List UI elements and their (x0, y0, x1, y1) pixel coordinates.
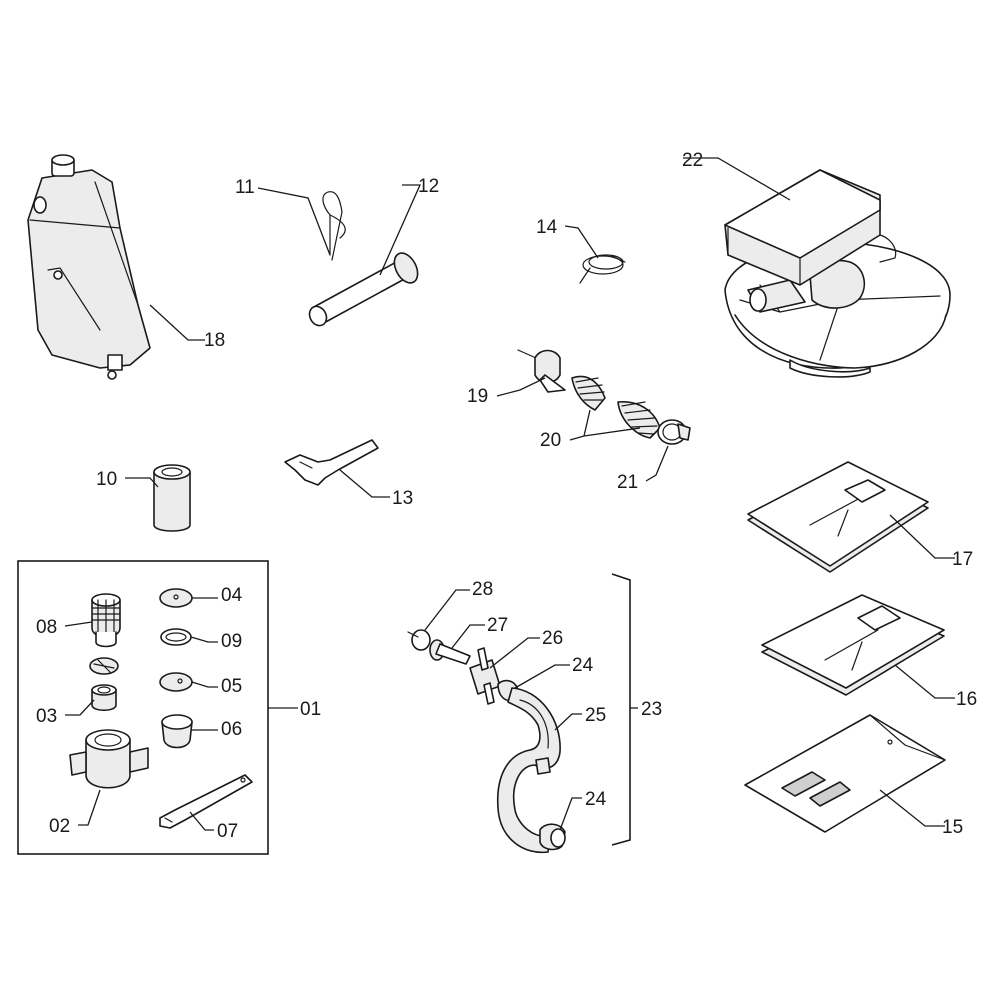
label-24-bottom: 24 (585, 789, 607, 810)
part-03-bushing (91, 684, 117, 712)
label-06: 06 (221, 719, 242, 740)
label-09: 09 (221, 631, 242, 652)
label-17: 17 (952, 549, 973, 570)
label-05: 05 (221, 676, 242, 697)
label-12: 12 (418, 176, 439, 197)
part-19-clamp (517, 349, 566, 393)
label-16: 16 (956, 689, 977, 710)
part-28-o-ring (411, 629, 431, 651)
label-11: 11 (235, 177, 255, 198)
label-14: 14 (536, 217, 558, 238)
part-07-wrench (159, 774, 253, 829)
label-21: 21 (617, 472, 638, 493)
part-06-cup (161, 714, 193, 749)
label-20: 20 (540, 430, 561, 451)
part-02-ring-nut (69, 729, 149, 789)
part-12-pin (308, 252, 419, 327)
label-03: 03 (36, 706, 57, 727)
part-16-manual (761, 594, 945, 696)
label-27: 27 (487, 615, 508, 636)
part-15-envelope (744, 714, 946, 833)
part-17-manual (747, 461, 929, 573)
bracket-23 (611, 573, 631, 846)
label-13: 13 (392, 488, 413, 509)
part-14-spring-clip (579, 254, 626, 284)
label-26: 26 (542, 628, 563, 649)
label-25: 25 (585, 705, 606, 726)
part-10-spacer (153, 464, 191, 532)
part-20-spring-left (571, 375, 606, 411)
label-23: 23 (641, 699, 662, 720)
part-26-tee-fitting (469, 647, 501, 705)
label-01: 01 (300, 699, 321, 720)
part-09-o-ring (160, 628, 192, 646)
label-02: 02 (49, 816, 70, 837)
part-21-hose-clamp (657, 419, 691, 445)
label-04: 04 (221, 585, 243, 606)
part-22-pump-assembly (724, 169, 951, 378)
part-25-hose (496, 687, 561, 854)
part-05-disc (159, 672, 193, 692)
callout-labels: 18 11 12 14 22 19 20 21 10 13 17 16 15 0… (36, 150, 977, 842)
part-27-nipple (407, 631, 471, 665)
part-04-disc (159, 588, 193, 608)
label-07: 07 (217, 821, 238, 842)
label-28: 28 (472, 579, 493, 600)
part-nut-small (89, 657, 119, 675)
part-11-cotter-pin (322, 191, 346, 261)
part-20-spring-right (617, 401, 661, 439)
label-10: 10 (96, 469, 117, 490)
label-24-top: 24 (572, 655, 594, 676)
label-15: 15 (942, 817, 963, 838)
label-18: 18 (204, 330, 225, 351)
part-24-clamp-bottom (539, 823, 566, 851)
label-22: 22 (682, 150, 703, 171)
leader-lines (64, 157, 955, 831)
label-08: 08 (36, 617, 57, 638)
part-13-wrench (284, 439, 379, 486)
part-18-tank (27, 154, 151, 380)
label-19: 19 (467, 386, 488, 407)
part-08-filter (91, 593, 121, 648)
